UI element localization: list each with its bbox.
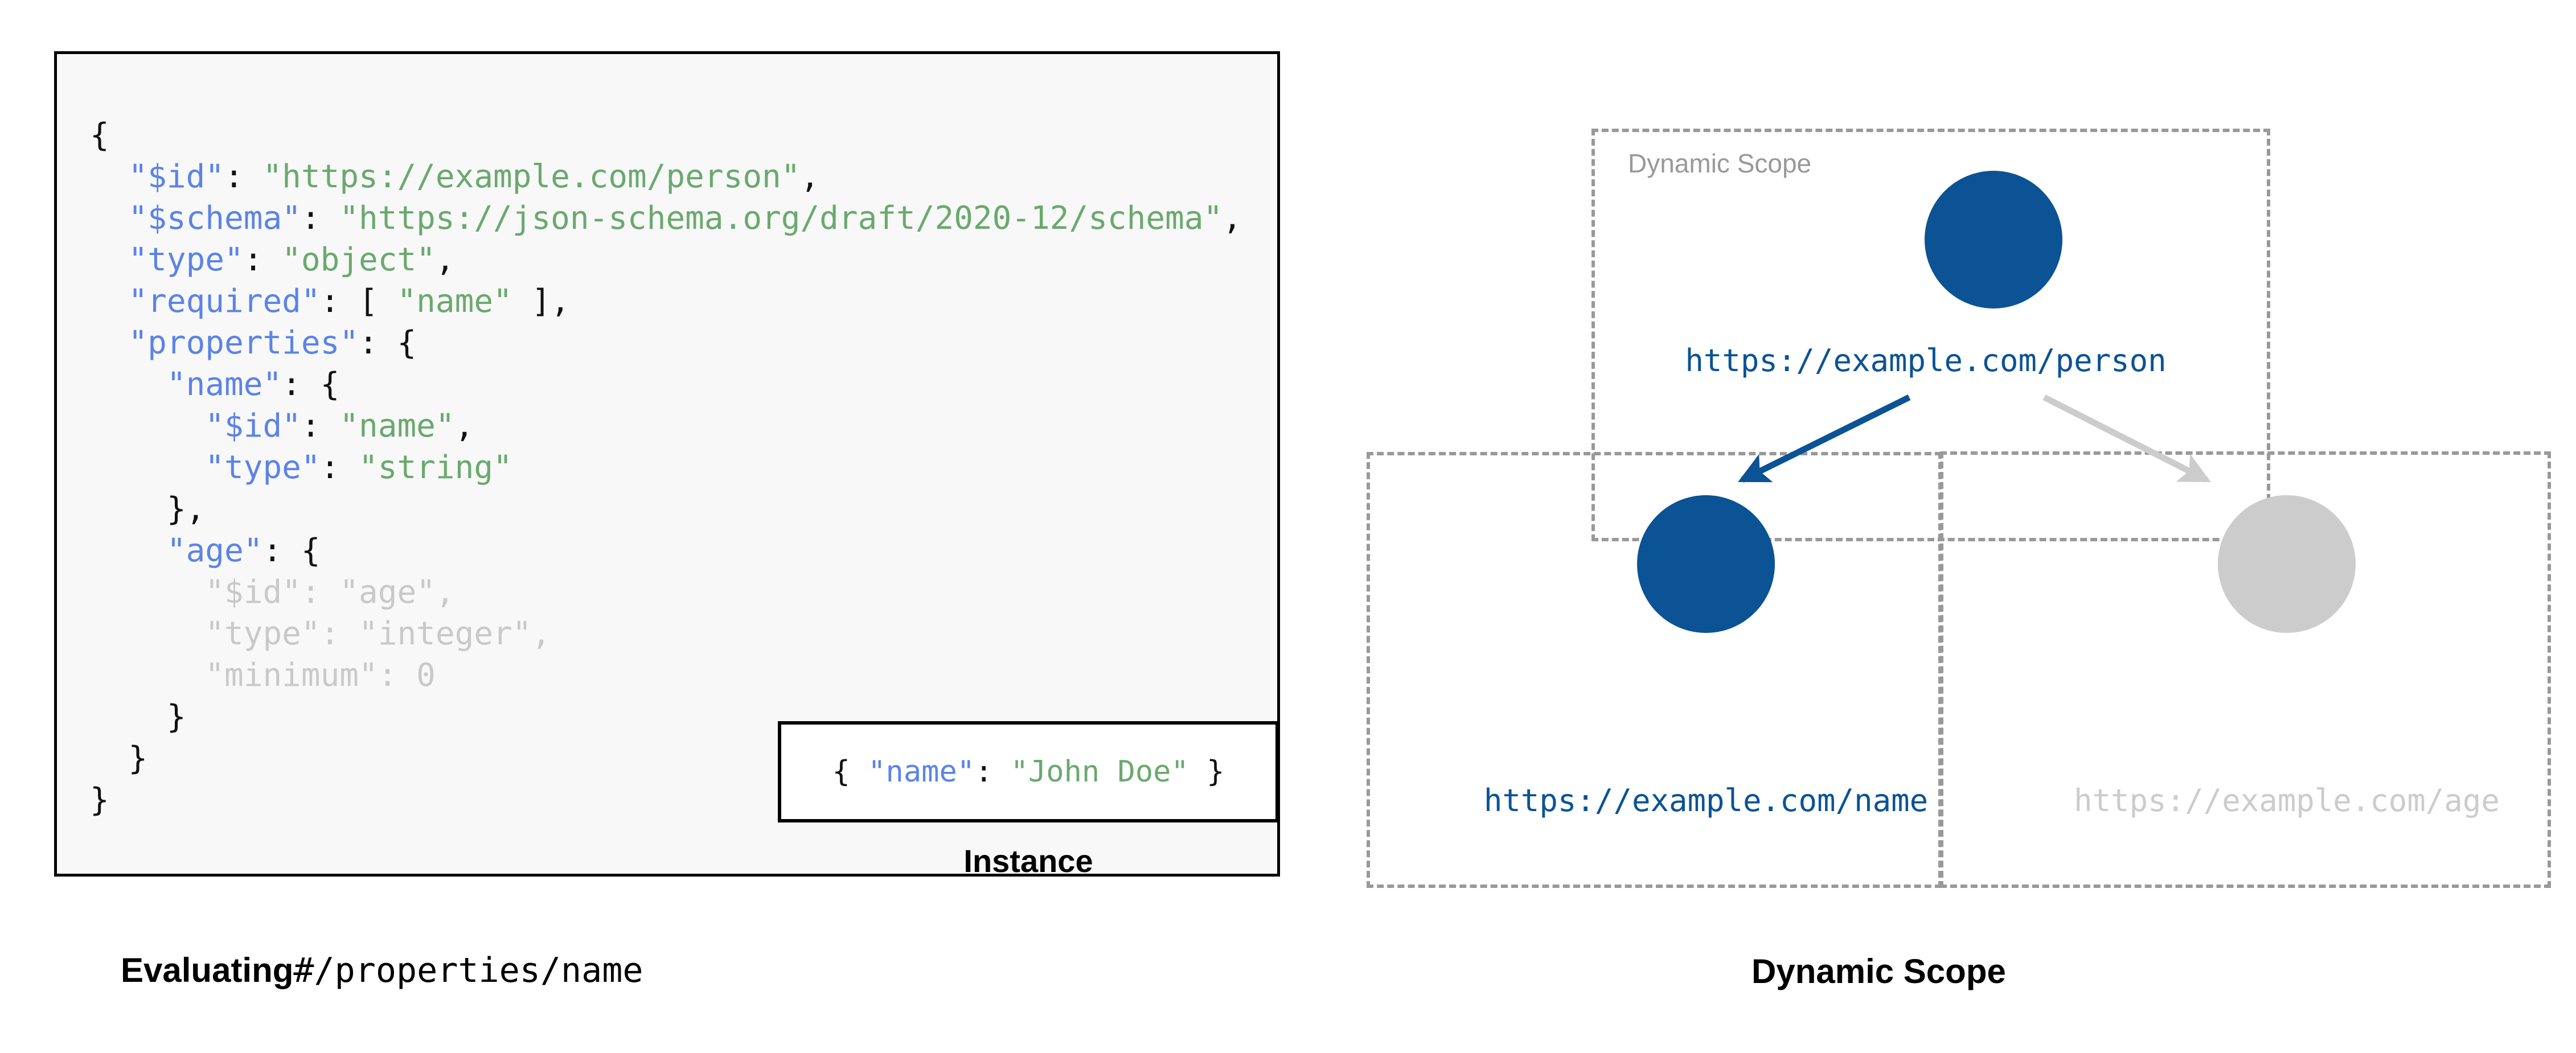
code-line: "age": { <box>90 530 1242 571</box>
code-token: "https://example.com/person" <box>262 158 801 195</box>
right-panel-caption: Dynamic Scope <box>1751 952 2006 990</box>
code-token <box>90 366 167 403</box>
dynamic-scope-diagram: Dynamic Scope https://example.com/person… <box>1355 85 2551 968</box>
code-token: "https://json-schema.org/draft/2020-12/s… <box>339 200 1223 237</box>
code-line: } <box>90 738 1242 779</box>
code-line: } <box>90 779 1242 821</box>
code-token <box>90 615 205 652</box>
code-token: } <box>90 740 148 777</box>
left-caption-pointer: #/properties/name <box>293 951 643 990</box>
code-token <box>90 408 205 445</box>
instance-token: "name" <box>868 755 975 789</box>
code-token: : <box>320 615 359 652</box>
code-token: ], <box>512 283 570 320</box>
code-token: "$id" <box>128 158 225 195</box>
code-line: "minimum": 0 <box>90 655 1242 696</box>
code-token <box>90 449 205 486</box>
left-panel-caption: Evaluating#/properties/name <box>121 951 643 990</box>
code-token <box>90 532 167 569</box>
code-token: , <box>454 408 474 445</box>
node-label-name: https://example.com/name <box>1483 783 1929 818</box>
node-circle-person <box>1925 171 2062 309</box>
instance-token: : <box>975 755 1011 789</box>
code-token: : <box>301 408 340 445</box>
scope-box-name <box>1367 452 1942 888</box>
code-token: : [ <box>320 283 397 320</box>
code-token: "$id" <box>205 408 301 445</box>
code-line: } <box>90 696 1242 738</box>
instance-token: { <box>832 755 868 789</box>
code-token: : <box>320 449 359 486</box>
code-token: "$id" <box>205 574 301 611</box>
code-line: "type": "object", <box>90 239 1242 281</box>
code-token <box>90 283 128 320</box>
code-token: , <box>531 615 551 652</box>
scope-box-person <box>1591 129 2270 541</box>
code-token: , <box>435 574 455 611</box>
code-token: } <box>90 698 186 735</box>
node-circle-age <box>2218 495 2356 633</box>
code-line: "type": "string" <box>90 447 1242 488</box>
left-caption-bold: Evaluating <box>121 951 294 989</box>
node-label-age: https://example.com/age <box>2074 783 2500 818</box>
instance-token: "John Doe" <box>1010 755 1189 789</box>
code-line: "$schema": "https://json-schema.org/draf… <box>90 198 1242 239</box>
code-token: : <box>378 657 417 694</box>
code-token: : <box>301 574 340 611</box>
code-token: : <box>243 241 282 278</box>
code-token: "type" <box>128 241 244 278</box>
code-line: "required": [ "name" ], <box>90 281 1242 322</box>
instance-token: } <box>1188 755 1225 789</box>
code-token: "string" <box>359 449 512 486</box>
code-token: "minimum" <box>205 657 378 694</box>
scope-box-label: Dynamic Scope <box>1628 149 1812 178</box>
code-line: "$id": "name", <box>90 405 1242 447</box>
instance-box: { "name": "John Doe" } <box>778 721 1279 822</box>
schema-code-block: { "$id": "https://example.com/person", "… <box>90 114 1242 821</box>
code-token: : <box>301 200 340 237</box>
code-token: : { <box>359 324 417 361</box>
code-line: "type": "integer", <box>90 613 1242 655</box>
code-line: "$id": "https://example.com/person", <box>90 156 1242 198</box>
code-token: "type" <box>205 449 321 486</box>
node-circle-name <box>1637 495 1775 633</box>
code-token <box>90 200 128 237</box>
code-token: "name" <box>397 283 512 320</box>
code-line: "properties": { <box>90 322 1242 364</box>
code-token: "object" <box>282 241 436 278</box>
code-token: } <box>90 781 109 818</box>
code-token: "required" <box>128 283 321 320</box>
code-token: "age" <box>339 574 436 611</box>
code-token: "age" <box>166 532 263 569</box>
code-token: , <box>800 158 820 195</box>
code-token <box>90 158 128 195</box>
code-token: }, <box>90 491 206 528</box>
code-token: "name" <box>166 366 282 403</box>
code-token: 0 <box>416 657 436 694</box>
code-token: { <box>90 117 109 154</box>
code-token <box>90 657 205 694</box>
instance-code: { "name": "John Doe" } <box>832 755 1225 789</box>
code-line: "$id": "age", <box>90 571 1242 613</box>
code-token <box>90 574 205 611</box>
node-label-person: https://example.com/person <box>1685 343 2167 379</box>
code-line: "name": { <box>90 364 1242 405</box>
scope-box-age <box>1940 451 2551 888</box>
code-token: : { <box>282 366 340 403</box>
code-token: "type" <box>205 615 321 652</box>
code-token: : <box>224 158 263 195</box>
code-token <box>90 324 128 361</box>
code-token: "$schema" <box>128 200 301 237</box>
instance-caption: Instance <box>963 843 1093 879</box>
code-token: "name" <box>339 408 455 445</box>
schema-code-panel: { "$id": "https://example.com/person", "… <box>54 51 1280 879</box>
code-token: "integer" <box>359 615 532 652</box>
code-token: , <box>1223 200 1242 237</box>
code-line: { <box>90 114 1242 156</box>
code-token: , <box>435 241 455 278</box>
code-token <box>90 241 128 278</box>
code-token: : { <box>262 532 321 569</box>
code-token: "properties" <box>128 324 359 361</box>
code-line: }, <box>90 488 1242 530</box>
